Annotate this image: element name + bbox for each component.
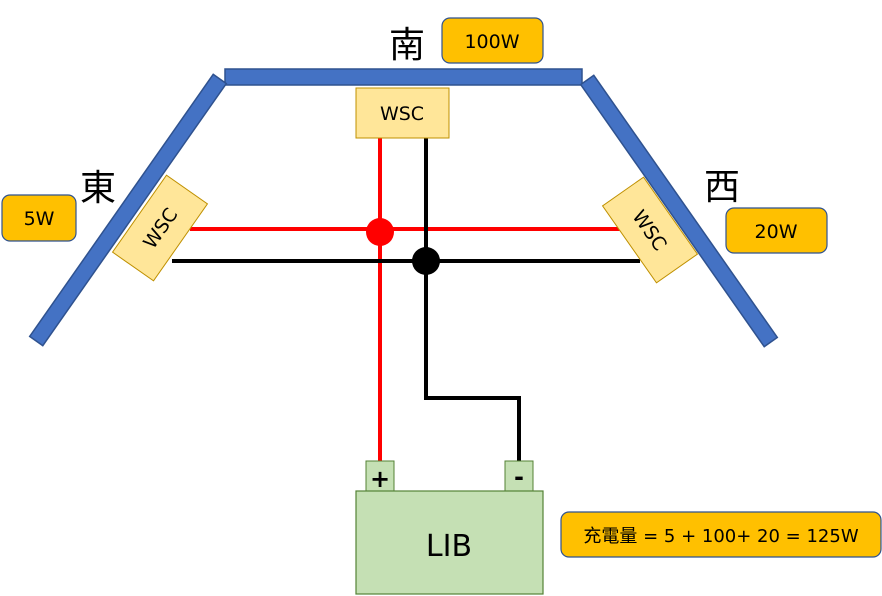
negative-junction-dot xyxy=(412,247,440,275)
charge-formula-box: 充電量 = 5 + 100+ 20 = 125W xyxy=(560,511,882,558)
battery-minus-label: - xyxy=(514,463,524,491)
battery-terminal-minus xyxy=(504,460,534,492)
wsc-east: WSC xyxy=(111,174,209,282)
power-badge-east-text: 5W xyxy=(24,208,55,230)
negative-wires xyxy=(172,138,640,462)
direction-label-west: 西 xyxy=(704,167,740,208)
battery-label: LIB xyxy=(426,529,472,564)
battery-plus-label: + xyxy=(370,465,390,493)
wsc-south-label: WSC xyxy=(380,103,424,125)
west-solar-panel xyxy=(579,74,779,348)
charge-formula-text: 充電量 = 5 + 100+ 20 = 125W xyxy=(583,526,858,547)
battery-lib: + - LIB xyxy=(355,460,544,595)
power-badge-west: 20W xyxy=(725,207,828,254)
power-badge-south: 100W xyxy=(441,17,544,64)
positive-junction-dot xyxy=(366,218,394,246)
positive-wires xyxy=(190,138,622,462)
power-badge-south-text: 100W xyxy=(464,31,519,53)
direction-label-south: 南 xyxy=(389,25,425,66)
direction-label-east: 東 xyxy=(80,168,116,209)
wsc-west: WSC xyxy=(601,176,699,284)
battery-body xyxy=(355,490,544,595)
south-solar-panel xyxy=(224,68,583,86)
negative-wire-main xyxy=(424,138,521,462)
wsc-south: WSC xyxy=(355,87,450,139)
power-badge-west-text: 20W xyxy=(755,221,798,243)
east-solar-panel xyxy=(28,73,228,347)
power-badge-east: 5W xyxy=(1,194,77,242)
